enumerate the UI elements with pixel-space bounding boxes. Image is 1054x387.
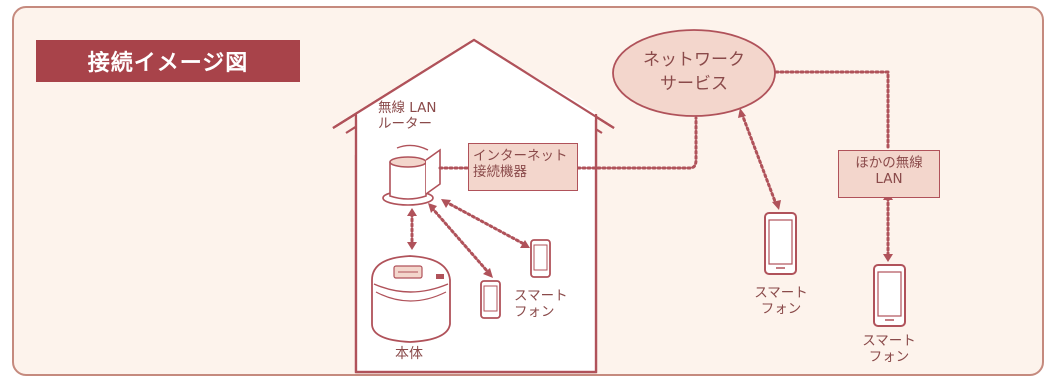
service-otherlan-line [774, 70, 890, 152]
smartphone-icon [480, 280, 501, 319]
smartphone-home-label: スマート フォン [514, 288, 568, 320]
internet-service-line [576, 116, 698, 170]
smartphone-other-label: スマート フォン [862, 333, 916, 365]
router-label: 無線 LAN ルーター [378, 100, 437, 132]
smartphone-icon [764, 212, 797, 275]
rice-cooker-icon [371, 255, 451, 343]
internet-device-label: インターネット 接続機器 [468, 143, 578, 191]
smartphone-icon [530, 239, 551, 278]
main-unit-label: 本体 [395, 346, 423, 362]
network-service-label: ネットワーク サービス [643, 50, 745, 94]
smartphone-service-label: スマート フォン [754, 285, 808, 317]
service-phone-line [740, 112, 778, 206]
router-icon [382, 144, 441, 206]
other-wireless-lan-label: ほかの無線 LAN [838, 150, 940, 198]
smartphone-icon [873, 264, 906, 327]
router-phone2-line [444, 200, 526, 246]
arrowheads [407, 108, 893, 278]
router-phone1-line [430, 206, 490, 274]
diagram-title: 接続イメージ図 [36, 40, 300, 82]
